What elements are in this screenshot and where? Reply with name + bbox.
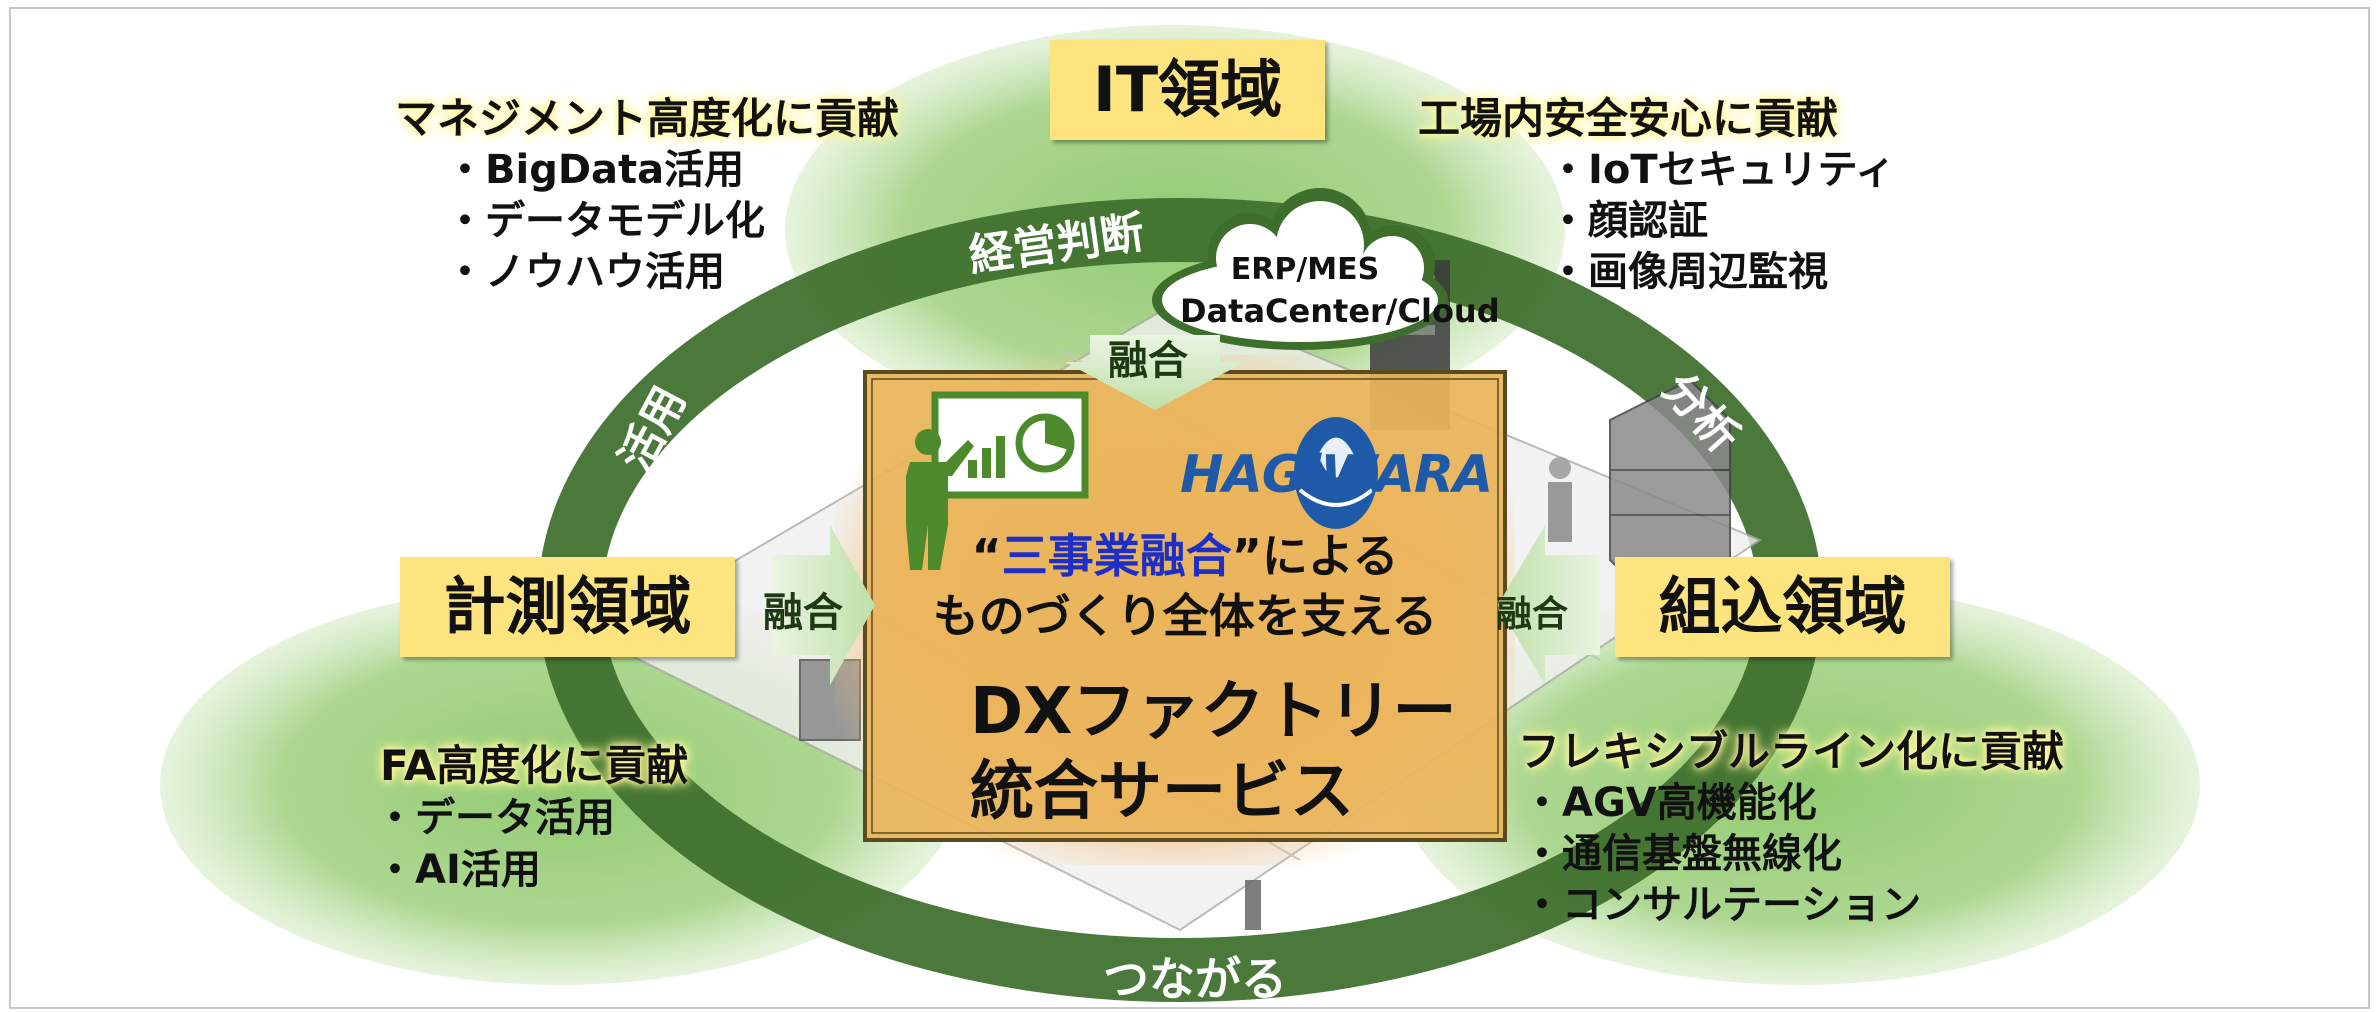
fa-heading: FA高度化に貢献 — [380, 741, 689, 790]
management-heading: マネジメント高度化に貢献 — [395, 94, 900, 143]
list-item: データ活用 — [375, 792, 615, 844]
fusion-arrow-left — [772, 525, 875, 685]
presentation-icon — [906, 391, 1089, 570]
highlight-text: 三事業融合 — [1001, 529, 1232, 583]
list-item: BigData活用 — [445, 145, 765, 196]
list-item: コンサルテーション — [1522, 880, 1921, 931]
list-item: データモデル化 — [445, 196, 765, 247]
it-domain-tag: IT領域 — [1050, 40, 1325, 140]
list-item: 画像周辺監視 — [1548, 247, 1895, 298]
pillar — [1245, 880, 1261, 930]
management-list: BigData活用 データモデル化 ノウハウ活用 — [445, 145, 765, 298]
worker-body — [1548, 482, 1572, 542]
fusion-label-top: 融合 — [1108, 338, 1188, 384]
flexible-line-heading: フレキシブルライン化に貢献 — [1518, 727, 2065, 776]
factory-safety-heading: 工場内安全安心に貢献 — [1418, 94, 1839, 143]
fusion-label-right: 融合 — [1496, 594, 1569, 635]
list-item: ノウハウ活用 — [445, 247, 765, 298]
cloud-line-2: DataCenter/Cloud — [1180, 292, 1500, 330]
center-suffix: による — [1261, 529, 1399, 583]
flexible-line-list: AGV高機能化 通信基盤無線化 コンサルテーション — [1522, 778, 1921, 931]
cloud-shape — [1152, 188, 1448, 350]
cloud-line-1: ERP/MES — [1230, 252, 1380, 287]
list-item: 顔認証 — [1548, 196, 1895, 247]
quote-open: “ — [971, 529, 1002, 583]
fusion-label-left: 融合 — [763, 590, 843, 636]
center-title-line-1: DXファクトリー — [970, 675, 1457, 749]
center-subtitle-line-2: ものづくり全体を支える — [932, 589, 1438, 643]
center-subtitle-line-1: “三事業融合”による — [875, 520, 1495, 586]
fusion-arrow-top — [1065, 335, 1245, 410]
center-title-line-2: 統合サービス — [970, 755, 1354, 829]
list-item: AGV高機能化 — [1522, 778, 1921, 829]
factory-safety-list: IoTセキュリティ 顔認証 画像周辺監視 — [1548, 145, 1895, 298]
quote-close: ” — [1231, 529, 1262, 583]
worker-head — [1549, 457, 1571, 479]
fusion-arrow-right — [1498, 525, 1600, 685]
hagiwara-logo-emblem — [1294, 417, 1378, 529]
measurement-domain-tag: 計測領域 — [400, 557, 735, 657]
list-item: 通信基盤無線化 — [1522, 829, 1921, 880]
list-item: IoTセキュリティ — [1548, 145, 1895, 196]
hagiwara-logo-text: HAGiWARA — [1180, 445, 1493, 505]
embedded-domain-tag: 組込領域 — [1615, 557, 1950, 657]
list-item: AI活用 — [375, 844, 615, 896]
ring-label-bottom: つながる — [1103, 952, 1287, 1006]
fa-list: データ活用 AI活用 — [375, 792, 615, 896]
frame — [9, 7, 2370, 1009]
